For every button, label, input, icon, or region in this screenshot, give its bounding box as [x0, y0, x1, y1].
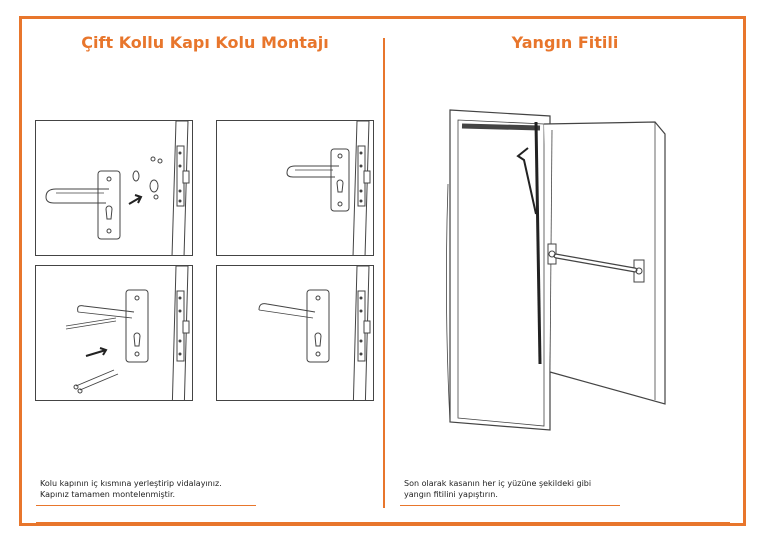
step-illustration-3 [65, 266, 190, 400]
left-caption-line-1: Kolu kapının iç kısmına yerleştirip vida… [40, 479, 222, 488]
step-illustration-1 [45, 121, 190, 255]
step-panel-3 [35, 265, 193, 401]
bottom-rule [36, 522, 730, 525]
column-divider [383, 38, 385, 508]
left-caption-line-2: Kapınız tamamen montelenmiştir. [40, 490, 176, 499]
step-panel-4 [216, 265, 374, 401]
step-illustration-2 [286, 121, 371, 255]
right-caption: Son olarak kasanın her iç yüzüne şekilde… [404, 478, 614, 500]
step-illustration-4 [258, 266, 371, 400]
door-illustration [440, 104, 670, 438]
right-caption-line-1: Son olarak kasanın her iç yüzüne şekilde… [404, 479, 592, 488]
step-panel-1 [35, 120, 193, 256]
right-title: Yangın Fitili [511, 33, 619, 52]
right-caption-rule [400, 505, 620, 506]
left-caption-rule [36, 505, 256, 506]
left-title: Çift Kollu Kapı Kolu Montajı [81, 33, 329, 52]
left-caption: Kolu kapının iç kısmına yerleştirip vida… [40, 478, 250, 500]
step-panel-2 [216, 120, 374, 256]
right-caption-line-2: yangın fitilini yapıştırın. [404, 490, 498, 499]
